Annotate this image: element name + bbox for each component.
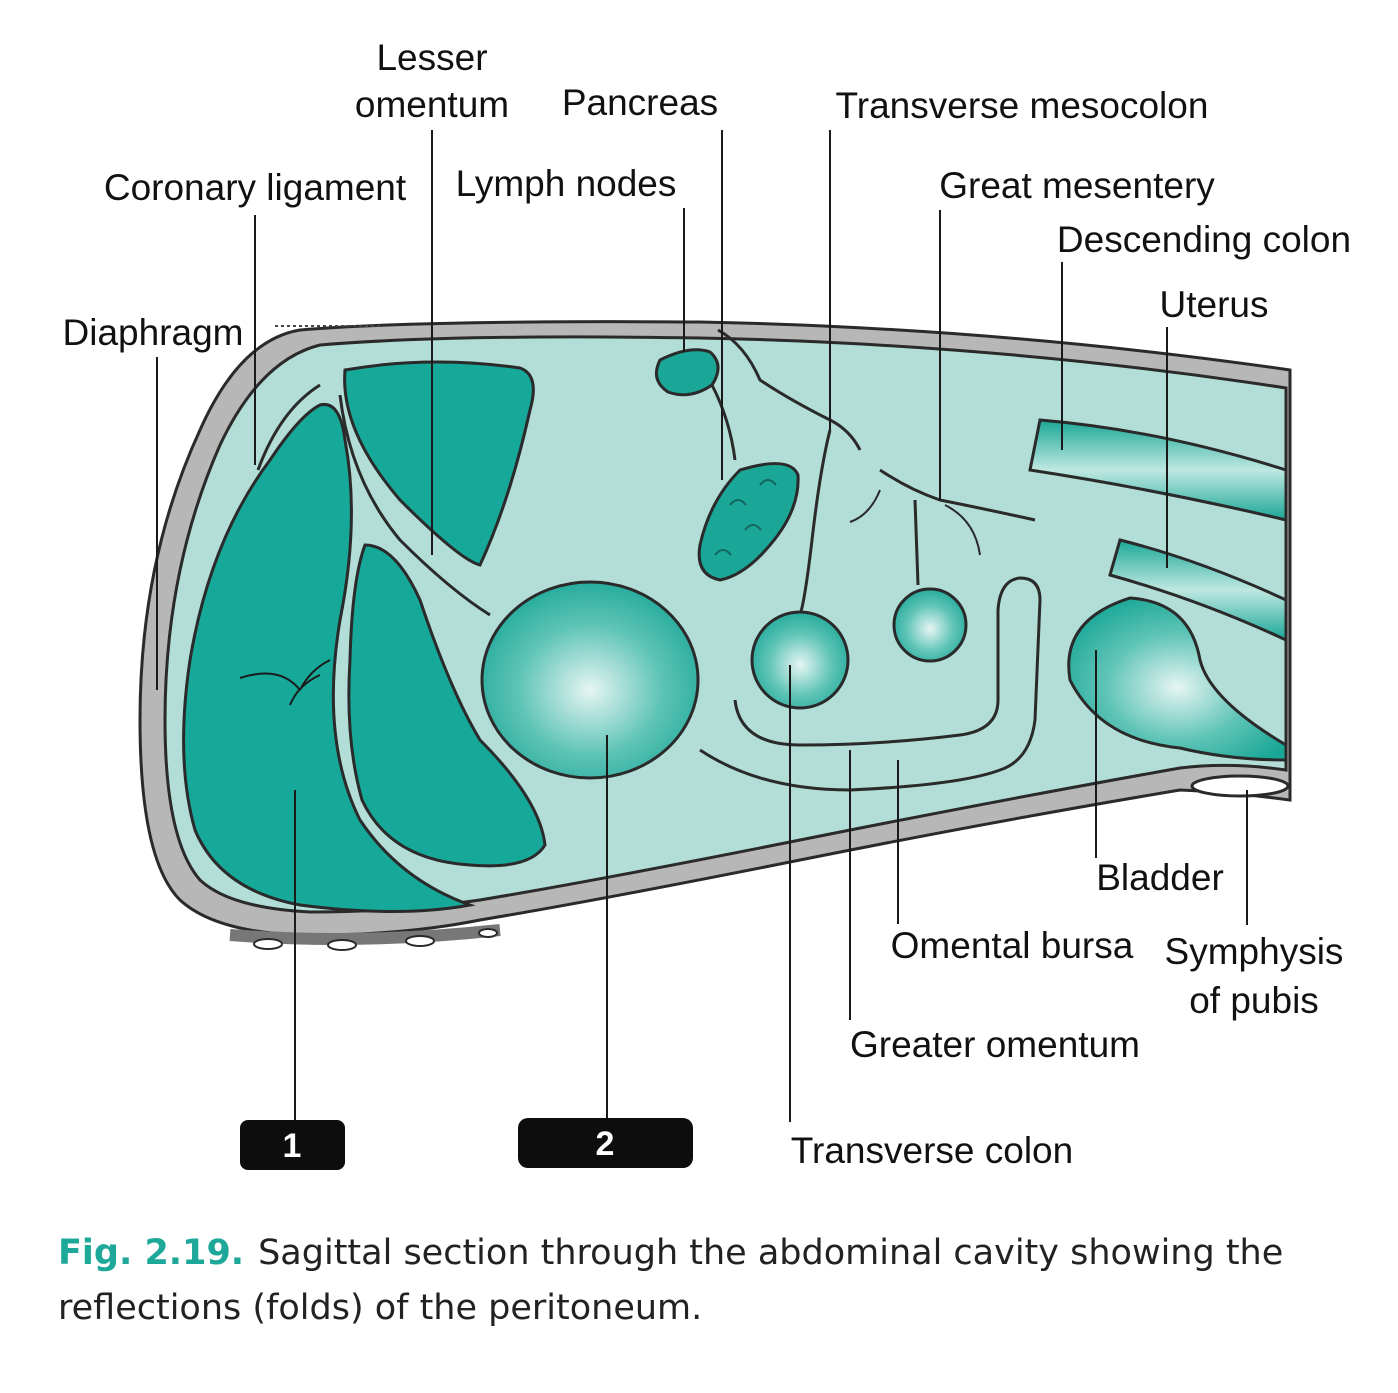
quadrate-lobe bbox=[347, 543, 547, 868]
mesentery-branches bbox=[849, 489, 981, 556]
wall-node bbox=[405, 935, 435, 947]
marker-liver-number: 1 bbox=[283, 1127, 302, 1165]
label-transverse-mesocolon: Transverse mesocolon bbox=[836, 85, 1209, 126]
lesser-omentum-fold bbox=[338, 394, 491, 617]
bladder bbox=[1067, 596, 1288, 762]
anterior-wall-band bbox=[229, 924, 501, 945]
caudate-lobe bbox=[343, 360, 535, 567]
label-lymph-nodes: Lymph nodes bbox=[456, 163, 677, 204]
transverse-mesocolon-fold bbox=[798, 429, 832, 616]
mesentery-stalk bbox=[913, 499, 920, 586]
label-greater-omentum: Greater omentum bbox=[850, 1024, 1140, 1065]
label-lesser-omentum-line2: omentum bbox=[355, 84, 509, 125]
leader-lines bbox=[156, 130, 1248, 1125]
lymph-nodes bbox=[654, 348, 720, 397]
pancreas-lobules bbox=[714, 479, 777, 556]
label-symphysis-line1: Symphysis bbox=[1165, 931, 1344, 972]
uterus bbox=[1108, 538, 1288, 643]
symphysis-pubis bbox=[1190, 774, 1290, 798]
label-uterus: Uterus bbox=[1160, 284, 1269, 325]
caption-text: Sagittal section through the abdominal c… bbox=[58, 1233, 1284, 1328]
figure-number: Fig. 2.19. bbox=[58, 1233, 245, 1273]
label-diaphragm: Diaphragm bbox=[63, 312, 244, 353]
label-symphysis-line2: of pubis bbox=[1189, 980, 1319, 1021]
label-lesser-omentum-line1: Lesser bbox=[376, 37, 487, 78]
stomach bbox=[480, 580, 700, 780]
label-bladder: Bladder bbox=[1096, 857, 1224, 898]
small-intestine bbox=[892, 587, 968, 663]
label-transverse-colon: Transverse colon bbox=[791, 1130, 1073, 1171]
diaphragm-slit bbox=[256, 383, 321, 471]
marker-liver-box bbox=[240, 1120, 345, 1170]
greater-omentum-fold bbox=[699, 576, 1042, 792]
mesentery-root bbox=[710, 328, 1036, 522]
label-pancreas: Pancreas bbox=[562, 82, 718, 123]
label-descending-colon: Descending colon bbox=[1057, 219, 1351, 260]
liver bbox=[182, 402, 476, 913]
wall-node bbox=[327, 939, 357, 951]
liver-fissure bbox=[239, 659, 331, 706]
marker-stomach-number: 2 bbox=[596, 1125, 615, 1163]
wall-node bbox=[253, 938, 283, 950]
marker-stomach-box bbox=[518, 1118, 693, 1168]
label-great-mesentery: Great mesentery bbox=[939, 165, 1215, 206]
transverse-colon bbox=[750, 610, 850, 710]
label-omental-bursa: Omental bursa bbox=[891, 925, 1134, 966]
figure-caption: Fig. 2.19.Sagittal section through the a… bbox=[58, 1226, 1348, 1336]
label-coronary-ligament: Coronary ligament bbox=[104, 167, 407, 208]
descending-colon bbox=[1028, 418, 1288, 522]
wall-node bbox=[478, 928, 498, 938]
